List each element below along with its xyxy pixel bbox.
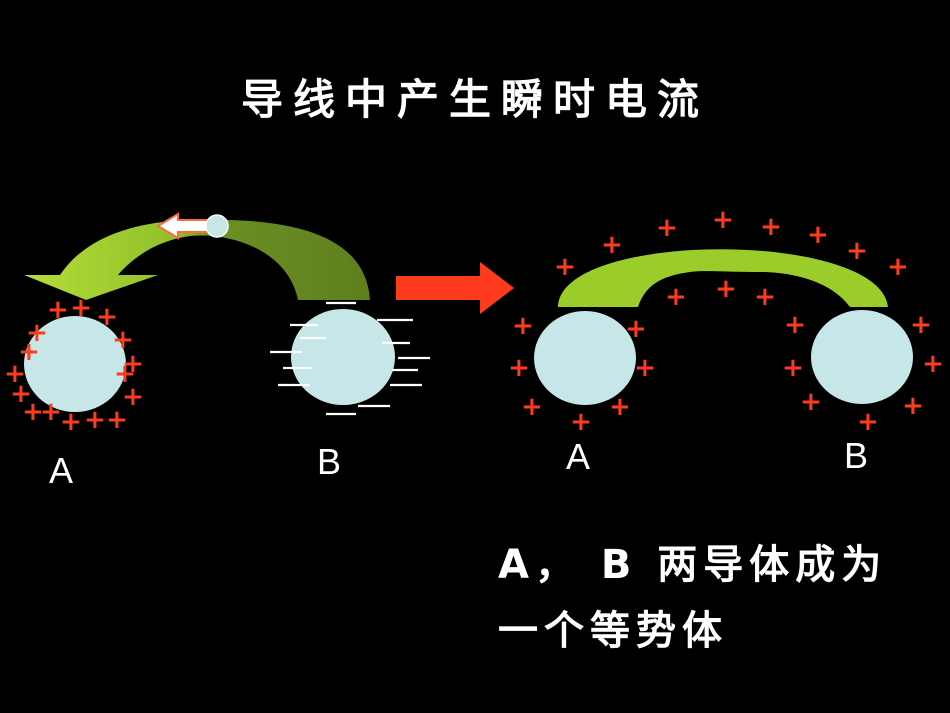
- sphere-b-right: [811, 310, 913, 404]
- plus-charge: +: [512, 311, 534, 341]
- plus-charges-left-a: + + + + + + + + + + + + + + + +: [4, 293, 144, 437]
- plus-charge: +: [570, 407, 592, 437]
- plus-charge: +: [60, 407, 82, 437]
- label-a-right: A: [566, 436, 590, 477]
- plus-charge: +: [40, 397, 62, 427]
- caption-line-2: 一个等势体: [498, 608, 728, 654]
- plus-charge: +: [47, 295, 69, 325]
- plus-charge: +: [712, 205, 734, 235]
- plus-charge: +: [922, 349, 944, 379]
- plus-charge: +: [902, 391, 924, 421]
- plus-charge: +: [106, 405, 128, 435]
- plus-charge: +: [70, 293, 92, 323]
- label-b-right: B: [844, 435, 868, 476]
- plus-charge: +: [625, 314, 647, 344]
- plus-charge: +: [800, 387, 822, 417]
- plus-charge: +: [784, 310, 806, 340]
- plus-charge: +: [10, 379, 32, 409]
- plus-charge: +: [521, 392, 543, 422]
- plus-charge: +: [18, 337, 40, 367]
- sphere-a-left: [24, 316, 126, 412]
- label-a-left: A: [49, 450, 73, 491]
- plus-charge: +: [656, 213, 678, 243]
- plus-charge: +: [122, 349, 144, 379]
- plus-charge: +: [887, 252, 909, 282]
- plus-charge: +: [910, 310, 932, 340]
- caption-line-1: A， B 两导体成为: [498, 542, 888, 588]
- plus-charge: +: [26, 318, 48, 348]
- slide-title: 导线中产生瞬时电流: [240, 75, 709, 124]
- transition-arrow: [396, 262, 514, 314]
- label-b-left: B: [317, 441, 341, 482]
- plus-charge: +: [846, 236, 868, 266]
- electron-dot: [205, 214, 229, 238]
- curved-wire-arrow: [24, 219, 370, 300]
- plus-charge: +: [715, 274, 737, 304]
- electron-flow-arrow: [156, 212, 211, 240]
- plus-charge: +: [22, 397, 44, 427]
- sphere-b-left: [291, 309, 395, 405]
- plus-charge: +: [665, 282, 687, 312]
- sphere-a-right: [534, 311, 636, 405]
- plus-charge: +: [760, 212, 782, 242]
- plus-charge: +: [508, 353, 530, 383]
- plus-charge: +: [754, 282, 776, 312]
- plus-charge: +: [634, 353, 656, 383]
- plus-charge: +: [609, 392, 631, 422]
- plus-charge: +: [857, 407, 879, 437]
- plus-charge: +: [96, 302, 118, 332]
- plus-charge: +: [122, 382, 144, 412]
- plus-charge: +: [114, 359, 136, 389]
- plus-charge: +: [782, 353, 804, 383]
- plus-charge: +: [84, 405, 106, 435]
- plus-charges-right: + + + + + + + + + + + + + + + + + + + + …: [508, 205, 944, 437]
- plus-charge: +: [807, 220, 829, 250]
- plus-charge: +: [4, 359, 26, 389]
- minus-charges-left-b: [270, 301, 430, 416]
- plus-charge: +: [601, 230, 623, 260]
- plus-charge: +: [554, 252, 576, 282]
- connecting-wire: [558, 249, 888, 307]
- plus-charge: +: [112, 325, 134, 355]
